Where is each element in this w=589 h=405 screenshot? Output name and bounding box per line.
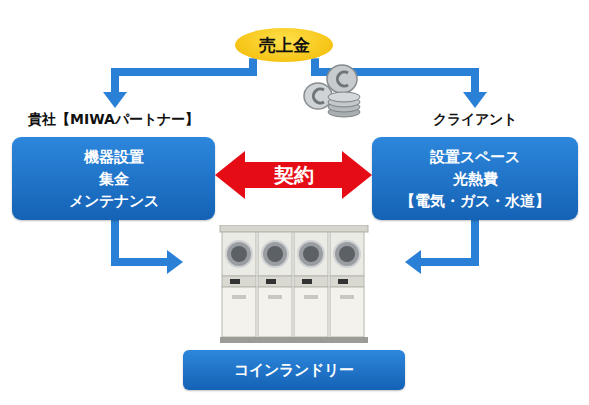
- plate-label: コインランドリー: [234, 359, 354, 381]
- coins-icon: [300, 62, 366, 120]
- sales-oval: 売上金: [235, 28, 333, 62]
- laundry-unit: コインランドリー: [183, 225, 405, 390]
- washing-machines: [218, 225, 370, 343]
- flow-line: [115, 58, 253, 93]
- arrow-head: [405, 250, 421, 274]
- service-item: 機器設置: [84, 146, 144, 168]
- name-plate: コインランドリー: [183, 350, 405, 390]
- service-item: メンテナンス: [69, 190, 159, 212]
- service-box: 設置スペース光熱費【電気・ガス・水道】: [372, 137, 578, 220]
- service-item: 【電気・ガス・水道】: [400, 190, 550, 212]
- flow-line: [315, 58, 475, 93]
- flow-line: [420, 220, 475, 262]
- service-item: 光熱費: [453, 168, 498, 190]
- flow-arrow: [115, 220, 183, 274]
- service-item: 集金: [99, 168, 129, 190]
- service-item: 設置スペース: [430, 146, 520, 168]
- partner-box: 貴社【MIWAパートナー】機器設置集金メンテナンス: [12, 108, 215, 220]
- flow-arrow: [315, 58, 487, 108]
- flow-line: [115, 220, 168, 262]
- arrow-head: [103, 92, 127, 108]
- arrow-head: [463, 92, 487, 108]
- flow-arrow: [103, 58, 253, 108]
- edge-label: 契約: [274, 162, 314, 189]
- party-heading: 貴社【MIWAパートナー】: [12, 108, 215, 130]
- flow-arrow: [405, 220, 475, 274]
- client-box: クライアント設置スペース光熱費【電気・ガス・水道】: [372, 108, 578, 220]
- node-label: 売上金: [259, 34, 310, 57]
- service-box: 機器設置集金メンテナンス: [12, 137, 215, 220]
- party-heading: クライアント: [372, 108, 578, 130]
- arrow-head: [167, 250, 183, 274]
- contract-arrow: [215, 151, 372, 199]
- contract-shape: [215, 151, 372, 199]
